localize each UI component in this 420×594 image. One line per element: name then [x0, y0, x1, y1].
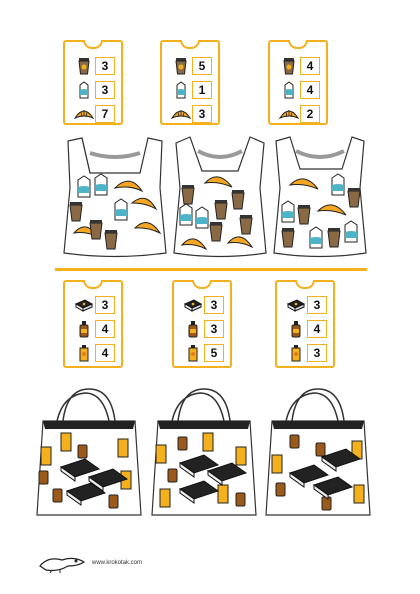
ticket-row-book: 3 — [73, 294, 115, 316]
paint-tube-icon — [182, 342, 204, 364]
coffee-cup-icon — [170, 55, 192, 77]
ticket-row-milk: 4 — [278, 79, 320, 101]
book-count[interactable]: 3 — [204, 296, 224, 314]
milk-carton-icon — [278, 79, 300, 101]
tube-count[interactable]: 3 — [307, 344, 327, 362]
bottle-icon — [38, 444, 119, 509]
croissant-icon — [278, 103, 300, 125]
bottle-icon — [285, 318, 307, 340]
paint-tube-icon — [73, 342, 95, 364]
book-icon — [285, 294, 307, 316]
milk-carton-icon — [281, 173, 358, 249]
tube-count[interactable]: 5 — [204, 344, 224, 362]
ticket-row-book: 3 — [285, 294, 327, 316]
milk-count[interactable]: 4 — [300, 81, 320, 99]
milk-count[interactable]: 3 — [95, 81, 115, 99]
milk-carton-icon — [170, 79, 192, 101]
ticket-row-bottle: 3 — [182, 318, 224, 340]
crocodile-logo-icon — [39, 557, 86, 574]
bottle-icon — [167, 436, 246, 507]
ticket-row-tube: 5 — [182, 342, 224, 364]
grocery-bag-3[interactable] — [270, 133, 370, 261]
paint-tube-icon — [155, 432, 247, 508]
ticket-row-coffee: 4 — [278, 55, 320, 77]
croissant-count[interactable]: 7 — [95, 105, 115, 123]
coffee-cup-icon — [73, 55, 95, 77]
coffee-count[interactable]: 4 — [300, 57, 320, 75]
ticket-notch — [180, 40, 200, 49]
grocery-bag-2[interactable] — [170, 133, 270, 261]
shopping-bag-3[interactable] — [262, 385, 374, 525]
croissant-icon — [288, 178, 347, 216]
ticket-notch — [83, 280, 103, 289]
milk-carton-icon — [77, 173, 128, 221]
ticket-row-coffee: 5 — [170, 55, 212, 77]
milk-count[interactable]: 1 — [192, 81, 212, 99]
croissant-count[interactable]: 3 — [192, 105, 212, 123]
book-icon — [178, 454, 248, 504]
book-icon — [73, 294, 95, 316]
shopping-ticket-3: 4 4 2 — [268, 40, 328, 125]
ticket-row-milk: 3 — [73, 79, 115, 101]
milk-carton-icon — [179, 203, 209, 229]
shopping-bag-1[interactable] — [33, 385, 145, 525]
ticket-row-croissant: 2 — [278, 103, 320, 125]
ticket-row-croissant: 7 — [73, 103, 115, 125]
ticket-row-bottle: 4 — [73, 318, 115, 340]
bottle-icon — [73, 318, 95, 340]
book-count[interactable]: 3 — [95, 296, 115, 314]
coffee-cup-icon — [281, 188, 361, 248]
ticket-notch — [295, 280, 315, 289]
grocery-bag-1[interactable] — [60, 133, 170, 261]
croissant-icon — [170, 103, 192, 125]
book-icon — [182, 294, 204, 316]
ticket-notch — [192, 280, 212, 289]
paint-tube-icon — [285, 342, 307, 364]
site-url[interactable]: www.krokotak.com — [92, 560, 143, 566]
shopping-bag-2[interactable] — [148, 385, 260, 525]
supply-ticket-2: 3 3 5 — [172, 280, 232, 368]
bottle-count[interactable]: 3 — [204, 320, 224, 338]
ticket-row-tube: 4 — [73, 342, 115, 364]
ticket-row-book: 3 — [182, 294, 224, 316]
ticket-notch — [288, 40, 308, 49]
coffee-cup-icon — [278, 55, 300, 77]
coffee-cup-icon — [69, 202, 118, 250]
tube-count[interactable]: 4 — [95, 344, 115, 362]
supply-ticket-3: 3 4 3 — [275, 280, 335, 368]
shopping-ticket-1: 3 3 7 — [63, 40, 123, 125]
coffee-count[interactable]: 5 — [192, 57, 212, 75]
shopping-ticket-2: 5 1 3 — [160, 40, 220, 125]
supply-ticket-1: 3 4 4 — [63, 280, 123, 368]
ticket-row-coffee: 3 — [73, 55, 115, 77]
book-icon — [288, 448, 362, 500]
bottle-icon — [182, 318, 204, 340]
bottle-icon — [275, 434, 332, 511]
ticket-row-milk: 1 — [170, 79, 212, 101]
footer: www.krokotak.com — [38, 552, 142, 574]
bottle-count[interactable]: 4 — [307, 320, 327, 338]
book-icon — [59, 458, 129, 506]
milk-carton-icon — [73, 79, 95, 101]
ticket-notch — [83, 40, 103, 49]
bottle-count[interactable]: 4 — [95, 320, 115, 338]
paint-tube-icon — [271, 440, 365, 504]
ticket-row-bottle: 4 — [285, 318, 327, 340]
ticket-row-croissant: 3 — [170, 103, 212, 125]
croissant-icon — [180, 176, 254, 251]
croissant-icon — [73, 103, 95, 125]
croissant-count[interactable]: 2 — [300, 105, 320, 123]
coffee-count[interactable]: 3 — [95, 57, 115, 75]
ticket-row-tube: 3 — [285, 342, 327, 364]
section-divider — [55, 268, 367, 271]
coffee-cup-icon — [181, 185, 253, 242]
book-count[interactable]: 3 — [307, 296, 327, 314]
